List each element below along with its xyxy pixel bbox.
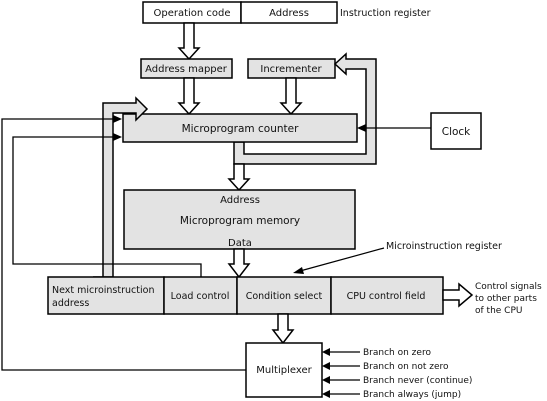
memory-data-label: Data <box>228 238 252 249</box>
branch-label-1: Branch on not zero <box>363 362 449 372</box>
branch-arrowhead-2 <box>322 376 330 384</box>
mapper-to-counter-arrow <box>177 77 201 116</box>
counter-to-incrementer-loop <box>233 52 377 165</box>
instruction-register-label: Instruction register <box>340 8 431 19</box>
address-field-label: Address <box>269 8 309 19</box>
counter-to-memory-arrow <box>227 163 251 192</box>
mux-to-counter-line <box>1 118 246 371</box>
load-control-to-counter-line <box>12 136 202 277</box>
condition-select-field <box>236 276 332 315</box>
opcode-label: Operation code <box>153 8 230 19</box>
branch-arrowhead-3 <box>322 390 330 398</box>
branch-label-3: Branch always (jump) <box>363 390 461 400</box>
microprogram-memory-box <box>123 189 356 250</box>
load-control-arrowhead <box>113 133 122 141</box>
memory-address-label: Address <box>220 195 260 206</box>
mux-to-counter-arrowhead <box>113 115 122 123</box>
microinstruction-register-label: Microinstruction register <box>386 241 502 252</box>
multiplexer-label: Multiplexer <box>256 365 312 376</box>
next-address-feedback-path <box>93 96 149 278</box>
cpu-control-label: CPU control field <box>347 291 426 302</box>
branch-label-0: Branch on zero <box>363 348 431 358</box>
microprogram-counter-box <box>122 113 358 143</box>
opcode-to-mapper-arrow <box>177 22 201 61</box>
branch-arrowhead-0 <box>322 348 330 356</box>
next-address-label-line1: Next microinstruction <box>52 285 154 296</box>
next-address-field <box>47 276 165 315</box>
condition-select-label: Condition select <box>246 291 323 302</box>
instruction-register: Operation code Address Instruction regis… <box>142 1 431 24</box>
address-field <box>240 1 338 24</box>
multiplexer-box <box>245 342 323 398</box>
control-signals-arrow <box>442 282 474 308</box>
control-signals-line1: Control signals <box>475 282 542 292</box>
microprogram-memory-label: Microprogram memory <box>180 215 300 227</box>
incrementer-label: Incrementer <box>260 64 322 75</box>
address-mapper-label: Address mapper <box>145 64 228 75</box>
branch-inputs: Branch on zero Branch on not zero Branch… <box>322 348 472 400</box>
clock-label: Clock <box>442 126 471 138</box>
register-pointer-line <box>299 247 385 272</box>
next-address-label-line2: address <box>52 298 89 309</box>
condition-to-mux-arrow <box>271 313 295 345</box>
control-signals-line3: of the CPU <box>475 306 522 316</box>
memory-to-register-arrow <box>227 248 251 279</box>
clock-box <box>430 112 482 150</box>
branch-label-2: Branch never (continue) <box>363 376 472 386</box>
incrementer-to-counter-arrow <box>279 77 303 116</box>
control-signals-line2: to other parts <box>475 294 537 304</box>
register-pointer-arrowhead <box>293 267 304 274</box>
microprogram-counter-label: Microprogram counter <box>182 123 300 135</box>
branch-arrowhead-1 <box>322 362 330 370</box>
microinstruction-register: Next microinstruction address Load contr… <box>47 276 444 315</box>
clock-arrowhead <box>357 124 366 132</box>
load-control-label: Load control <box>171 291 230 302</box>
